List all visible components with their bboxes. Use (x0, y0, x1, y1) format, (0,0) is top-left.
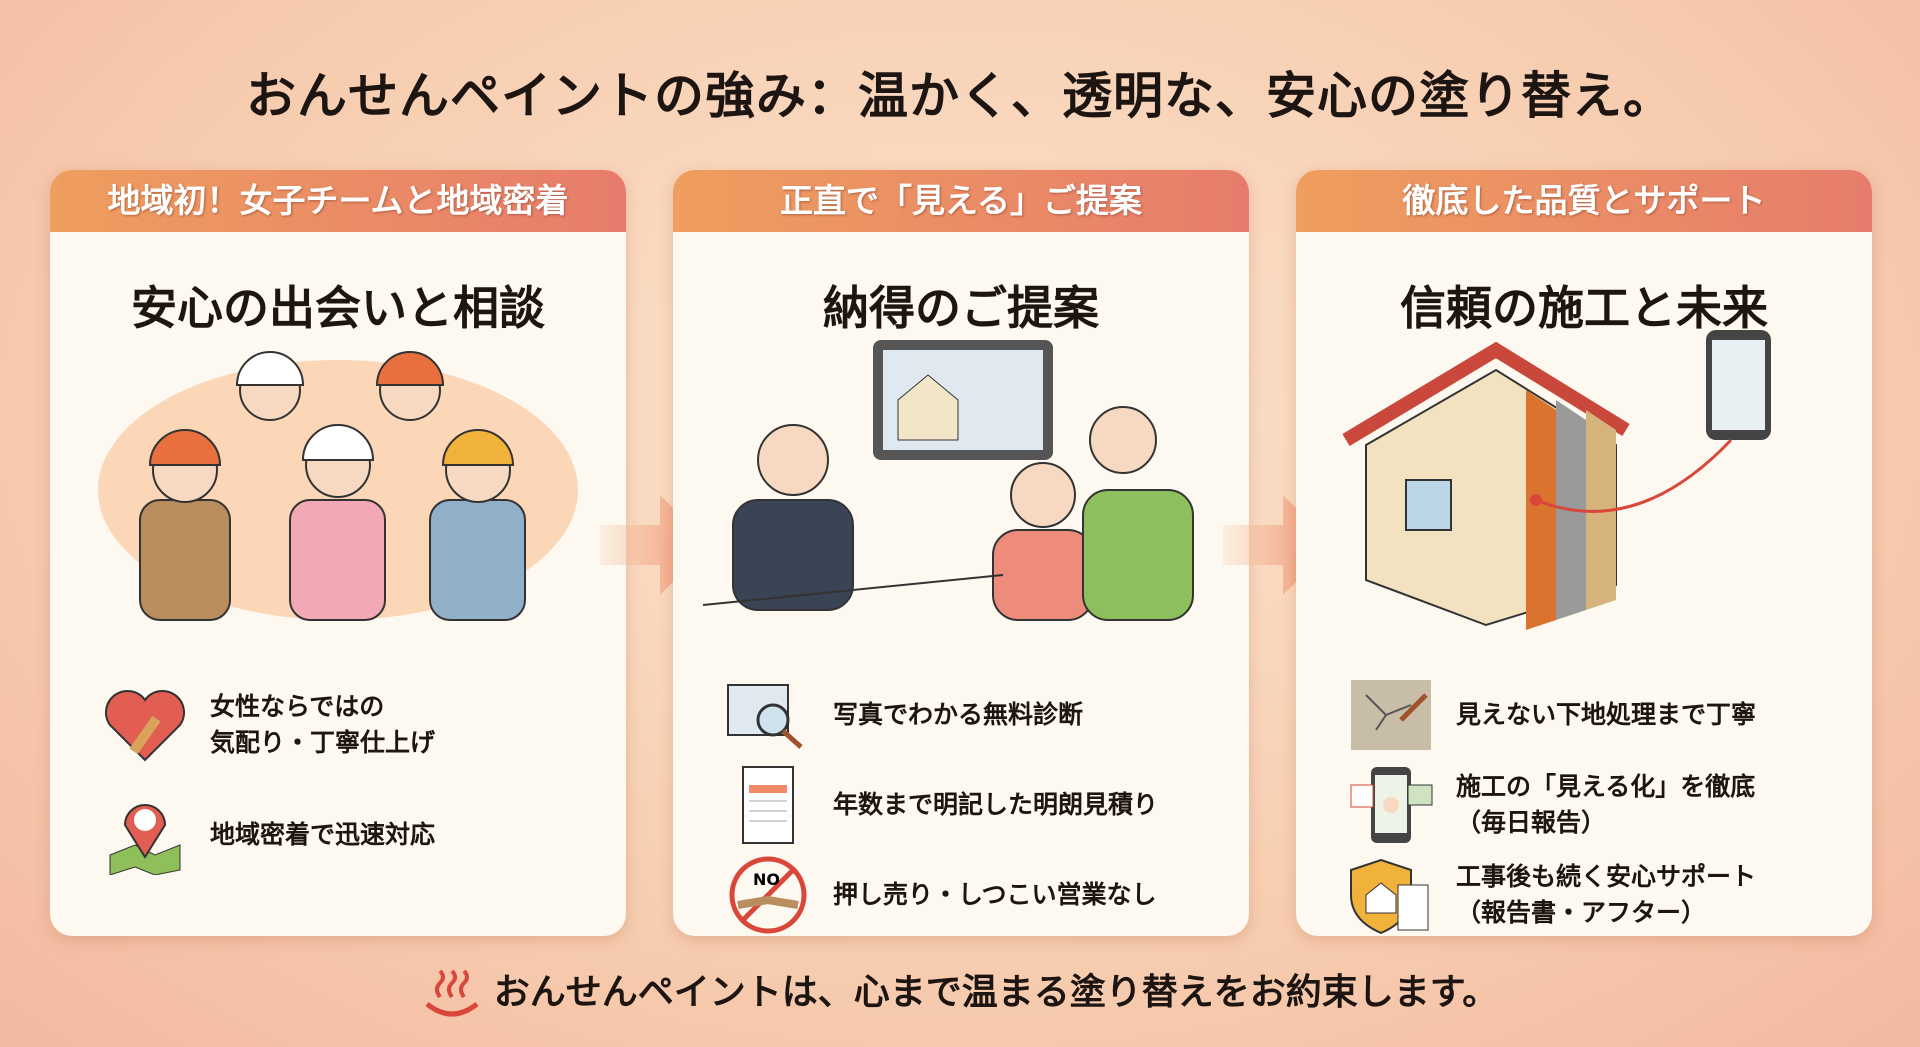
list-item: 地域密着で迅速対応 (100, 780, 606, 890)
card-items: 女性ならではの気配り・丁寧仕上げ 地域密着で迅速対応 (100, 670, 606, 890)
card-team: 地域初！女子チームと地域密着 安心の出会いと相談 女性ならではの気配り・丁寧仕上… (50, 170, 626, 936)
card-items: 見えない下地処理まで丁寧 施工の「見える化」を徹底 （毎日報告） 工事後も続く安心… (1346, 670, 1852, 936)
list-item: 年数まで明記した明朗見積り (723, 760, 1229, 850)
card-header: 地域初！女子チームと地域密着 (50, 170, 626, 232)
shield-house-icon (1350, 858, 1429, 935)
list-item: NO 押し売り・しつこい営業なし (723, 850, 1229, 936)
house-cross-section-illustration (1342, 330, 1771, 630)
item-text: 押し売り・しつこい営業なし (833, 880, 1157, 909)
list-item: 写真でわかる無料診断 (723, 670, 1229, 760)
card-header: 徹底した品質とサポート (1296, 170, 1872, 232)
no-badge: NO (753, 870, 780, 889)
footer: おんせんペイントは、心まで温まる塗り替えをお約束します。 (0, 963, 1920, 1019)
list-item: 施工の「見える化」を徹底 （毎日報告） (1346, 760, 1852, 850)
list-item: 見えない下地処理まで丁寧 (1346, 670, 1852, 760)
list-item: 女性ならではの気配り・丁寧仕上げ (100, 670, 606, 780)
wall-repair-icon (1351, 680, 1431, 750)
consultation-illustration (703, 340, 1194, 621)
onsen-icon (425, 969, 479, 1017)
map-pin-icon (109, 804, 181, 875)
team-illustration (98, 351, 578, 621)
item-text: 年数まで明記した明朗見積り (833, 790, 1159, 819)
card-proposal: 正直で「見える」ご提案 納得のご提案 写真でわかる無料診断 年数まで明記した明朗… (673, 170, 1249, 936)
heart-brush-icon (105, 690, 185, 762)
estimate-document-icon (742, 766, 794, 844)
phone-report-icon (1350, 767, 1433, 843)
card-subtitle: 納得のご提案 (823, 281, 1099, 335)
item-text: 地域密着で迅速対応 (210, 820, 436, 849)
item-text: （報告書・アフター） (1456, 898, 1707, 927)
card-items: 写真でわかる無料診断 年数まで明記した明朗見積り NO 押し売り・しつこい営業な… (723, 670, 1229, 936)
item-text: 写真でわかる無料診断 (833, 700, 1084, 729)
list-item: 工事後も続く安心サポート （報告書・アフター） (1346, 850, 1852, 936)
card-quality: 徹底した品質とサポート 信頼の施工と未来 見えない下地処理まで丁寧 施工の「見え… (1296, 170, 1872, 936)
page-title: おんせんペイントの強み：温かく、透明な、安心の塗り替え。 (246, 67, 1674, 125)
card-subtitle: 安心の出会いと相談 (131, 281, 545, 335)
footer-text: おんせんペイントは、心まで温まる塗り替えをお約束します。 (493, 972, 1499, 1013)
photo-magnifier-icon (727, 684, 803, 749)
card-header: 正直で「見える」ご提案 (673, 170, 1249, 232)
card-subtitle: 信頼の施工と未来 (1400, 281, 1768, 335)
item-text: 見えない下地処理まで丁寧 (1456, 700, 1757, 729)
no-hard-sell-icon: NO (729, 856, 807, 934)
item-text: 工事後も続く安心サポート (1456, 862, 1757, 891)
item-text: 施工の「見える化」を徹底 (1456, 772, 1756, 801)
item-text: 気配り・丁寧仕上げ (210, 728, 436, 757)
item-text: （毎日報告） (1456, 808, 1607, 837)
item-text: 女性ならではの (210, 692, 385, 721)
